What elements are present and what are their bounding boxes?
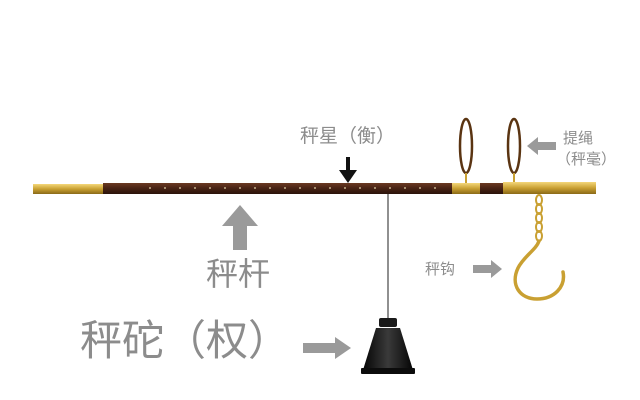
scale-star-dot <box>209 187 211 189</box>
scale-star-dot <box>284 187 286 189</box>
label-lifting-rope-alias: （秤毫） <box>556 150 617 168</box>
beam-wood <box>103 183 455 194</box>
star-pointer-arrow <box>339 157 357 183</box>
scale-star-marks <box>149 187 436 189</box>
scale-star-dot <box>149 187 151 189</box>
beam-brass-collar <box>452 183 480 194</box>
scale-star-dot <box>374 187 376 189</box>
lifting-ring-left <box>458 117 474 175</box>
lifting-rope-rings <box>458 117 522 184</box>
hook <box>513 239 566 301</box>
scale-star-dot <box>239 187 241 189</box>
arrow-to-rope <box>527 137 556 155</box>
scale-star-dot <box>419 187 421 189</box>
scale-star-dot <box>254 187 256 189</box>
label-lifting-rope: 提绳 <box>563 129 594 147</box>
label-scale-star: 秤星（衡） <box>300 125 396 147</box>
hook-chain <box>535 194 543 242</box>
label-hook: 秤钩 <box>425 260 456 278</box>
scale-star-dot <box>269 187 271 189</box>
label-arrows <box>222 137 556 359</box>
scale-star-dot <box>164 187 166 189</box>
scale-star-dot <box>299 187 301 189</box>
scale-star-dot <box>359 187 361 189</box>
counterweight <box>361 318 415 374</box>
arrow-to-beam <box>222 205 258 250</box>
beam-brass-end-left <box>33 184 105 194</box>
scale-star-dot <box>314 187 316 189</box>
beam-wood-band <box>480 183 504 194</box>
scale-star-dot <box>434 187 436 189</box>
scale-star-dot <box>404 187 406 189</box>
scale-star-dot <box>344 187 346 189</box>
arrow-to-hook <box>473 260 502 278</box>
scale-star-dot <box>389 187 391 189</box>
arrow-to-weight <box>303 337 351 359</box>
beam-brass-end-right <box>503 182 596 194</box>
scale-star-dot <box>329 187 331 189</box>
scale-star-dot <box>194 187 196 189</box>
label-beam: 秤杆 <box>206 255 271 293</box>
scale-star-dot <box>179 187 181 189</box>
hook-assembly <box>513 194 566 301</box>
scale-beam <box>33 182 596 194</box>
lifting-ring-right <box>506 117 522 175</box>
scale-star-dot <box>224 187 226 189</box>
label-counterweight: 秤砣（权） <box>80 316 291 365</box>
